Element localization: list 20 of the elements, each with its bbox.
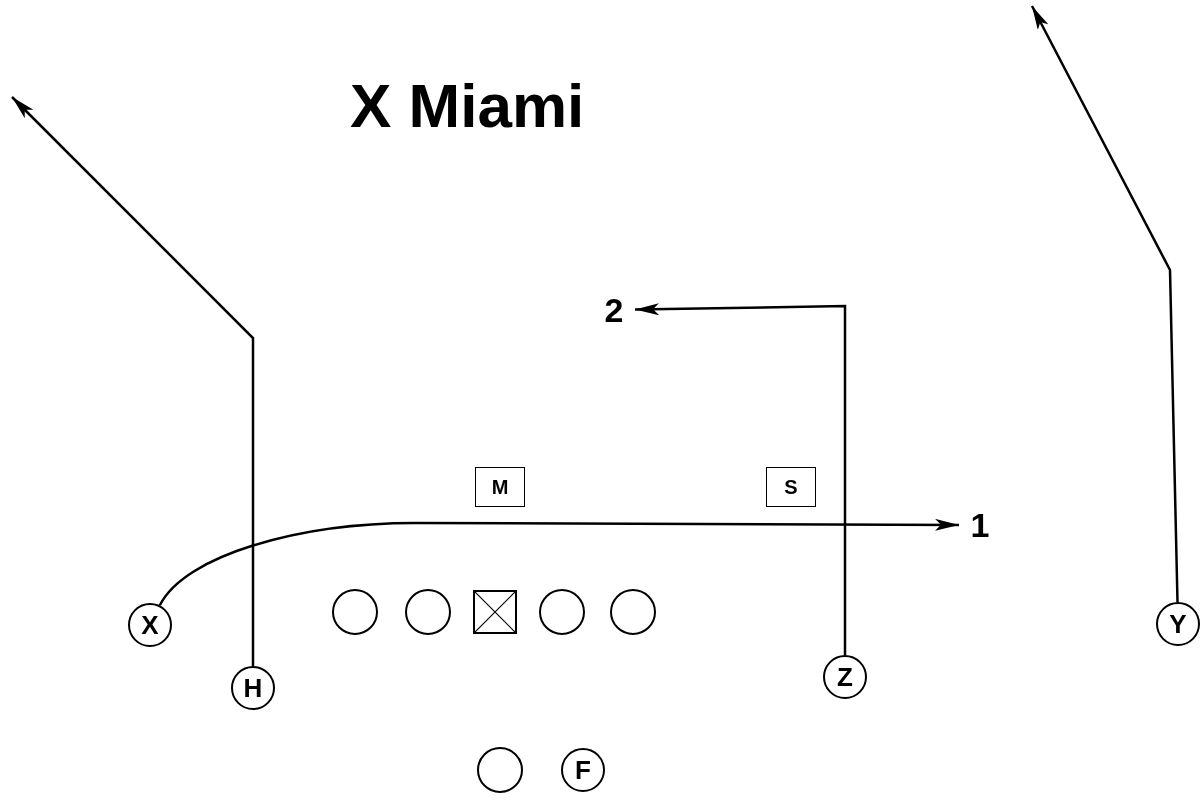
quarterback-circle [477, 747, 523, 793]
player-circle: X [128, 603, 172, 647]
route-arrow [158, 518, 959, 606]
route-number: 2 [601, 290, 627, 330]
route-arrow [634, 303, 847, 655]
title: X Miami [350, 70, 585, 141]
lineman-circle [539, 589, 585, 635]
player-circle: Y [1156, 602, 1200, 646]
route-number: 1 [967, 505, 993, 545]
player-circle: Z [823, 655, 867, 699]
player-circle: F [561, 748, 605, 792]
center-square [473, 590, 517, 634]
defender-square: M [475, 467, 525, 507]
defender-square: S [766, 467, 816, 507]
lineman-circle [405, 589, 451, 635]
route-arrow [1030, 5, 1179, 603]
player-circle: H [231, 666, 275, 710]
route-arrow [11, 96, 255, 666]
lineman-circle [610, 589, 656, 635]
lineman-circle [332, 589, 378, 635]
